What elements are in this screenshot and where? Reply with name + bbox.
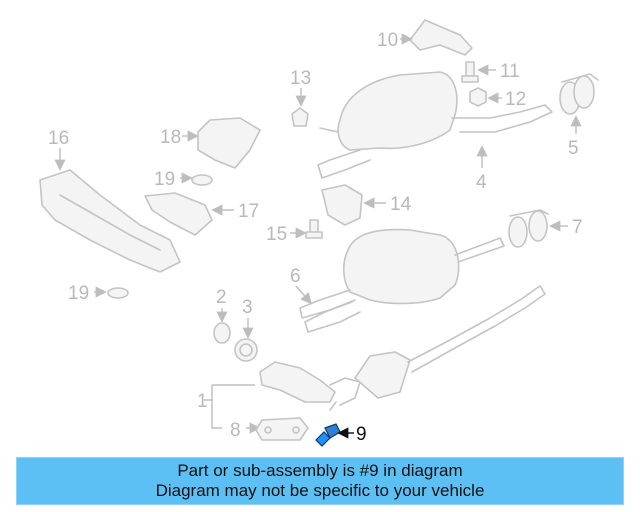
part-2-gasket: [213, 308, 231, 344]
part-14-bracket: [321, 184, 386, 226]
callout-4: 4: [476, 172, 487, 193]
callout-18: 18: [160, 127, 181, 148]
callout-19-lower: 19: [68, 283, 89, 304]
part-11-bolt: [461, 61, 496, 83]
callout-11: 11: [500, 61, 520, 82]
callout-15: 15: [266, 224, 287, 245]
part-19-grommet-lower: [94, 286, 129, 299]
callout-16: 16: [48, 128, 69, 149]
part-4-rear-muffler: [317, 71, 553, 179]
callout-19-upper: 19: [154, 169, 175, 190]
callout-2: 2: [216, 287, 227, 308]
callout-14: 14: [390, 194, 412, 215]
part-7-clamp: [508, 209, 568, 248]
callout-3: 3: [242, 297, 253, 318]
part-6-muffler: [295, 228, 505, 333]
callout-13: 13: [290, 68, 311, 89]
exhaust-parts-diagram: 10 11 12 13 4 5 16: [39, 19, 599, 447]
callout-10: 10: [377, 30, 398, 51]
part-5-clamp: [559, 73, 599, 134]
part-10-bracket: [400, 19, 473, 56]
callout-12: 12: [505, 89, 526, 110]
part-8-gasket: [255, 417, 309, 441]
callout-6: 6: [290, 266, 301, 287]
part-17-shield: [144, 192, 234, 236]
part-12-nut: [469, 87, 502, 107]
part-9-bolt-highlighted: [315, 423, 354, 447]
callout-8: 8: [230, 420, 241, 441]
info-banner: Part or sub-assembly is #9 in diagram Di…: [16, 457, 624, 505]
callout-1: 1: [197, 391, 208, 412]
callout-7: 7: [572, 217, 583, 238]
callout-17: 17: [238, 201, 259, 222]
part-16-heat-shield: [39, 148, 181, 273]
part-18-hanger: [182, 117, 261, 169]
part-3-clamp: [234, 318, 258, 362]
part-1-converter-pipe: [204, 285, 546, 434]
callout-9: 9: [356, 424, 367, 445]
banner-disclaimer-line: Diagram may not be specific to your vehi…: [155, 481, 485, 500]
callout-5: 5: [568, 138, 579, 159]
part-15-bolt: [290, 219, 323, 239]
part-13-isolator: [291, 88, 309, 127]
part-19-grommet-upper: [180, 172, 213, 186]
banner-part-line: Part or sub-assembly is #9 in diagram: [177, 461, 463, 480]
